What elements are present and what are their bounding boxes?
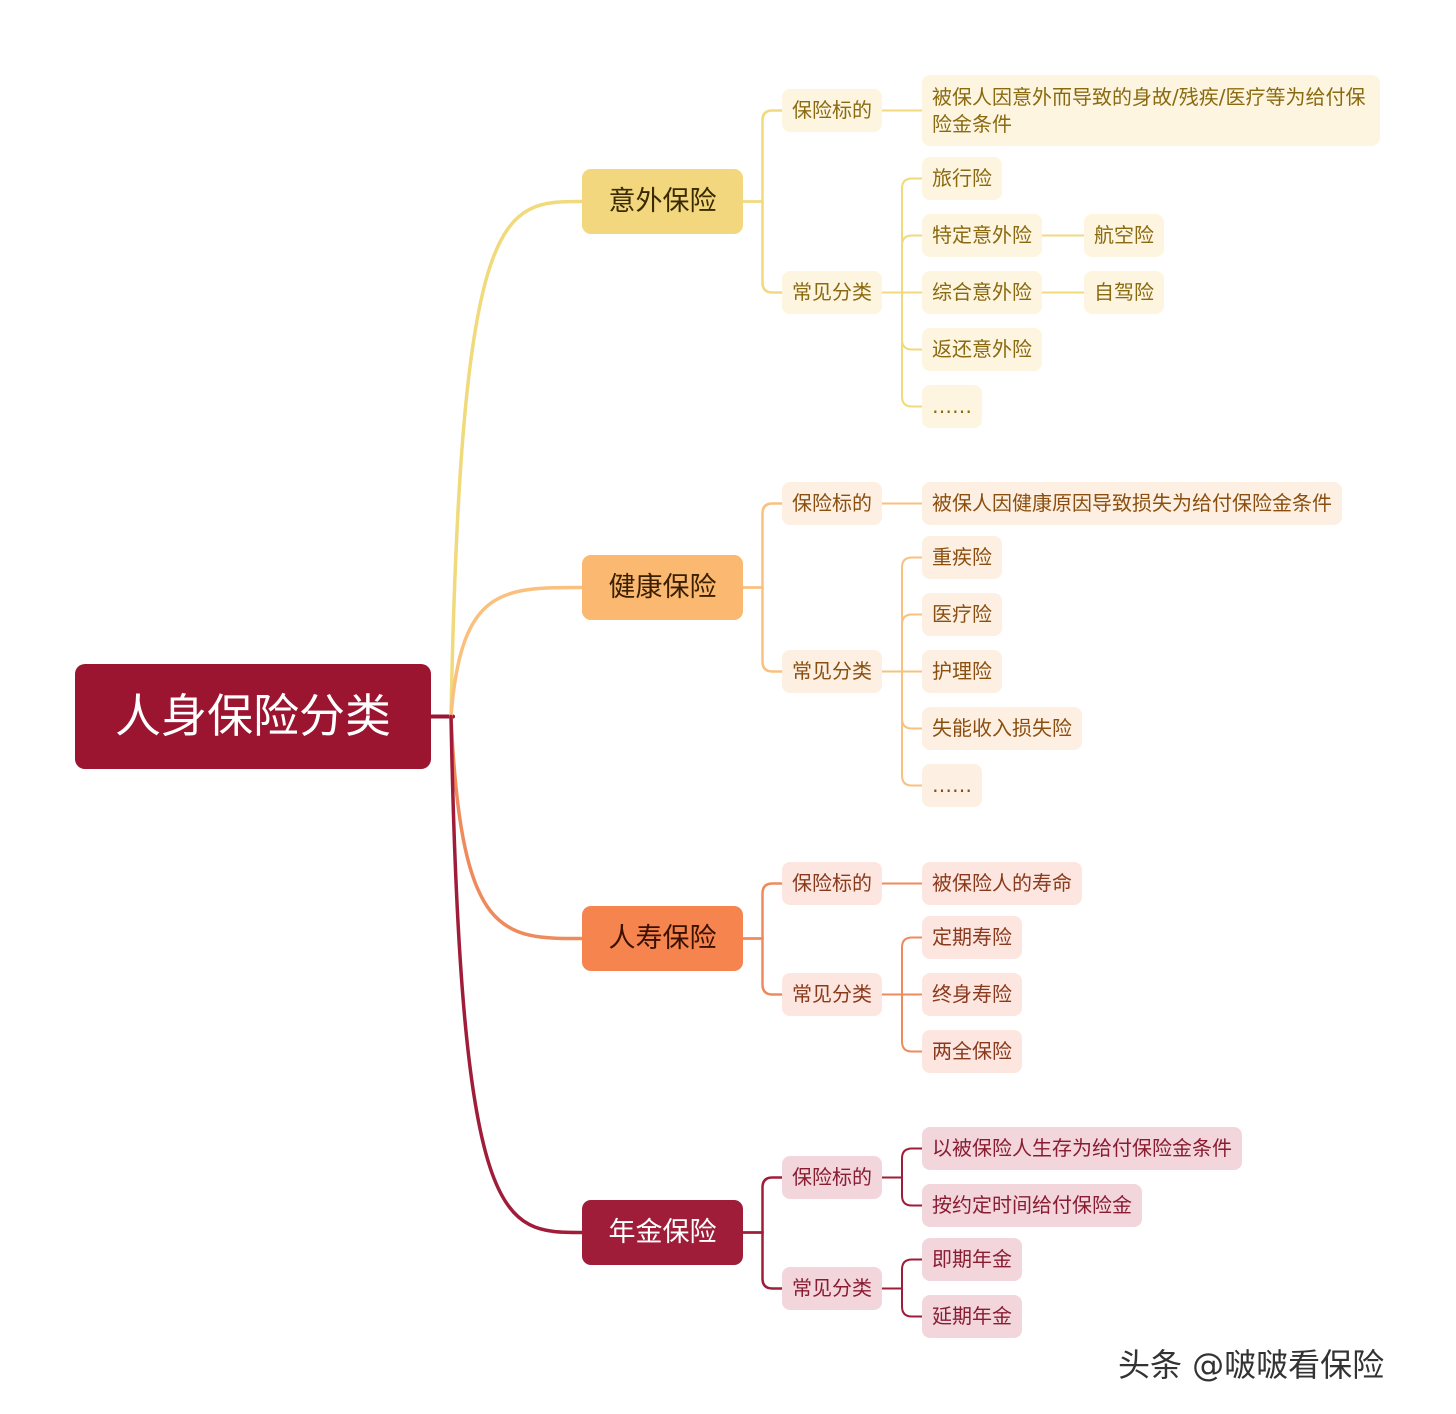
branch-health-insurance[interactable]: 健康保险: [582, 555, 743, 620]
accident-subject-label[interactable]: 保险标的: [782, 89, 882, 132]
root-node[interactable]: 人身保险分类: [75, 664, 431, 769]
annuity-subject-survival[interactable]: 以被保险人生存为给付保险金条件: [922, 1127, 1242, 1170]
bracket-life-types: [881, 936, 923, 996]
bracket-life-types: [881, 993, 923, 1053]
accident-type-return[interactable]: 返还意外险: [922, 328, 1042, 371]
health-type-more[interactable]: ……: [922, 764, 982, 807]
life-subject-label[interactable]: 保险标的: [782, 862, 882, 905]
health-type-critical-illness[interactable]: 重疾险: [922, 536, 1002, 579]
accident-type-more[interactable]: ……: [922, 385, 982, 428]
life-type-whole[interactable]: 终身寿险: [922, 973, 1022, 1016]
bracket-annuity: [741, 1176, 784, 1234]
branch-curve-annuity: [449, 714, 584, 1235]
annuity-subject-label[interactable]: 保险标的: [782, 1156, 882, 1199]
bracket-annuity: [741, 1231, 784, 1290]
annuity-types-label[interactable]: 常见分类: [782, 1267, 882, 1310]
bracket-health-types: [881, 613, 923, 673]
bracket-accident-types: [881, 177, 923, 294]
watermark-text: 头条 @啵啵看保险: [1118, 1346, 1385, 1384]
bracket-annuity-subject: [881, 1147, 923, 1179]
branch-curve-health: [449, 585, 584, 719]
accident-subject-desc[interactable]: 被保人因意外而导致的身故/残疾/医疗等为给付保险金条件: [922, 75, 1380, 146]
branch-annuity-insurance[interactable]: 年金保险: [582, 1200, 743, 1265]
annuity-subject-scheduled[interactable]: 按约定时间给付保险金: [922, 1184, 1142, 1227]
health-subject-label[interactable]: 保险标的: [782, 482, 882, 525]
bracket-health: [741, 586, 784, 673]
life-type-endowment[interactable]: 两全保险: [922, 1030, 1022, 1073]
bracket-health: [741, 502, 784, 589]
bracket-annuity-types: [881, 1287, 923, 1318]
health-types-label[interactable]: 常见分类: [782, 650, 882, 693]
bracket-annuity-subject: [881, 1176, 923, 1207]
health-subject-desc[interactable]: 被保人因健康原因导致损失为给付保险金条件: [922, 482, 1342, 525]
branch-curve-accident: [449, 199, 584, 719]
branch-life-insurance[interactable]: 人寿保险: [582, 906, 743, 971]
annuity-type-deferred[interactable]: 延期年金: [922, 1295, 1022, 1338]
branch-accident-insurance[interactable]: 意外保险: [582, 169, 743, 234]
accident-type-self-drive[interactable]: 自驾险: [1084, 271, 1164, 314]
bracket-life: [741, 937, 784, 996]
accident-types-label[interactable]: 常见分类: [782, 271, 882, 314]
bracket-accident: [741, 200, 784, 294]
bracket-life: [741, 882, 784, 940]
health-type-medical[interactable]: 医疗险: [922, 593, 1002, 636]
bracket-accident: [741, 109, 784, 203]
accident-type-comprehensive[interactable]: 综合意外险: [922, 271, 1042, 314]
bracket-health-types: [881, 670, 923, 787]
accident-type-aviation[interactable]: 航空险: [1084, 214, 1164, 257]
bracket-annuity-types: [881, 1258, 923, 1290]
bracket-health-types: [881, 556, 923, 673]
life-subject-desc[interactable]: 被保险人的寿命: [922, 862, 1082, 905]
bracket-accident-types: [881, 291, 923, 408]
life-types-label[interactable]: 常见分类: [782, 973, 882, 1016]
health-type-nursing[interactable]: 护理险: [922, 650, 1002, 693]
branch-curve-life: [449, 714, 584, 941]
accident-type-travel[interactable]: 旅行险: [922, 157, 1002, 200]
life-type-term[interactable]: 定期寿险: [922, 916, 1022, 959]
accident-type-specific[interactable]: 特定意外险: [922, 214, 1042, 257]
bracket-accident-types: [881, 234, 923, 294]
annuity-type-immediate[interactable]: 即期年金: [922, 1238, 1022, 1281]
health-type-disability-income[interactable]: 失能收入损失险: [922, 707, 1082, 750]
